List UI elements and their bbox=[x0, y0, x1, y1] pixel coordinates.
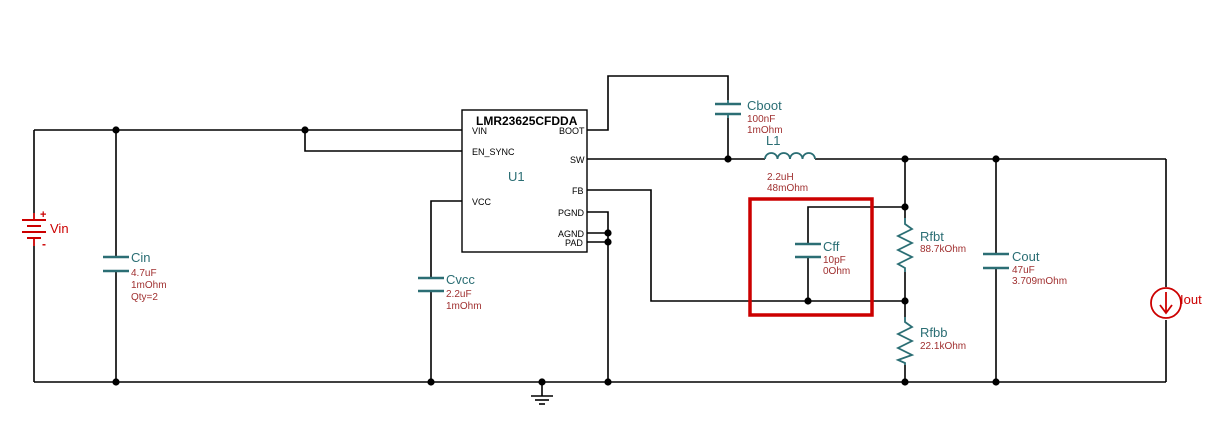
junction-dot bbox=[901, 378, 909, 386]
resistor-icon bbox=[895, 218, 915, 272]
pin-pad: PAD bbox=[565, 238, 583, 248]
cout-value: 47uF bbox=[1012, 265, 1035, 276]
capacitor-icon bbox=[418, 276, 444, 293]
capacitor-icon bbox=[103, 255, 129, 273]
vin-source[interactable]: + - Vin bbox=[22, 209, 69, 251]
junction-dot bbox=[112, 378, 120, 386]
cboot-value: 100nF bbox=[747, 114, 775, 125]
junction-dot bbox=[604, 378, 612, 386]
l1-value: 2.2uH bbox=[767, 172, 794, 183]
junction-dot bbox=[427, 378, 435, 386]
svg-text:-: - bbox=[42, 237, 46, 251]
pin-pgnd: PGND bbox=[558, 208, 585, 218]
cin-capacitor[interactable]: Cin 4.7uF 1mOhm Qty=2 bbox=[103, 250, 167, 303]
cvcc-capacitor[interactable]: Cvcc 2.2uF 1mOhm bbox=[418, 272, 482, 312]
junction-dot bbox=[901, 203, 909, 211]
pin-vin: VIN bbox=[472, 126, 487, 136]
rfbb-resistor[interactable]: Rfbb 22.1kOhm bbox=[895, 317, 966, 365]
ic-reference: U1 bbox=[508, 169, 525, 184]
rfbt-name: Rfbt bbox=[920, 229, 944, 244]
cvcc-name: Cvcc bbox=[446, 272, 475, 287]
ic-part-number: LMR23625CFDDA bbox=[476, 114, 578, 128]
cboot-name: Cboot bbox=[747, 98, 782, 113]
capacitor-icon bbox=[715, 100, 741, 118]
junction-dot bbox=[992, 155, 1000, 163]
junction-dot bbox=[901, 297, 909, 305]
pin-fb: FB bbox=[572, 186, 584, 196]
ic-u1[interactable]: LMR23625CFDDA U1 VIN EN_SYNC VCC BOOT SW… bbox=[461, 109, 588, 253]
cvcc-esr: 1mOhm bbox=[446, 301, 482, 312]
cvcc-value: 2.2uF bbox=[446, 289, 472, 300]
junctions bbox=[112, 126, 1000, 386]
rfbb-name: Rfbb bbox=[920, 325, 947, 340]
junction-dot bbox=[992, 378, 1000, 386]
pin-boot: BOOT bbox=[559, 126, 585, 136]
cff-highlight-box bbox=[748, 197, 874, 317]
l1-name: L1 bbox=[766, 133, 780, 148]
cout-name: Cout bbox=[1012, 249, 1040, 264]
cff-name: Cff bbox=[823, 239, 840, 254]
junction-dot bbox=[901, 155, 909, 163]
inductor-icon bbox=[764, 152, 816, 160]
junction-dot bbox=[804, 297, 812, 305]
junction-dot bbox=[604, 229, 612, 237]
l1-dcr: 48mOhm bbox=[767, 183, 808, 194]
cout-esr: 3.709mOhm bbox=[1012, 276, 1067, 287]
rfbt-resistor[interactable]: Rfbt 88.7kOhm bbox=[895, 218, 966, 272]
cout-capacitor[interactable]: Cout 47uF 3.709mOhm bbox=[983, 249, 1067, 287]
cin-qty: Qty=2 bbox=[131, 292, 158, 303]
cff-capacitor[interactable]: Cff 10pF 0Ohm bbox=[795, 239, 850, 277]
junction-dot bbox=[301, 126, 309, 134]
vin-label: Vin bbox=[50, 221, 69, 236]
junction-dot bbox=[538, 378, 546, 386]
current-source-icon bbox=[1150, 287, 1182, 319]
cboot-esr: 1mOhm bbox=[747, 125, 783, 136]
iout-label: Iout bbox=[1180, 292, 1202, 307]
junction-dot bbox=[604, 238, 612, 246]
svg-text:+: + bbox=[40, 209, 46, 221]
ground-icon bbox=[531, 395, 553, 405]
junction-dot bbox=[112, 126, 120, 134]
cin-value: 4.7uF bbox=[131, 268, 157, 279]
rfbt-value: 88.7kOhm bbox=[920, 244, 966, 255]
iout-load[interactable]: Iout bbox=[1150, 287, 1202, 319]
junction-dot bbox=[724, 155, 732, 163]
cin-esr: 1mOhm bbox=[131, 280, 167, 291]
capacitor-icon bbox=[983, 252, 1009, 270]
ic-body bbox=[461, 109, 588, 253]
cboot-capacitor[interactable]: Cboot 100nF 1mOhm bbox=[715, 98, 783, 136]
pin-agnd: AGND bbox=[558, 229, 585, 239]
pin-sw: SW bbox=[570, 155, 585, 165]
capacitor-icon bbox=[795, 242, 821, 259]
cin-name: Cin bbox=[131, 250, 151, 265]
wires bbox=[33, 75, 1167, 396]
pin-en-sync: EN_SYNC bbox=[472, 147, 515, 157]
cff-esr: 0Ohm bbox=[823, 266, 850, 277]
rfbb-value: 22.1kOhm bbox=[920, 341, 966, 352]
battery-icon: + - bbox=[22, 209, 46, 251]
cff-value: 10pF bbox=[823, 255, 846, 266]
pin-vcc: VCC bbox=[472, 197, 492, 207]
resistor-icon bbox=[895, 317, 915, 365]
l1-inductor[interactable]: L1 2.2uH 48mOhm bbox=[764, 133, 816, 194]
